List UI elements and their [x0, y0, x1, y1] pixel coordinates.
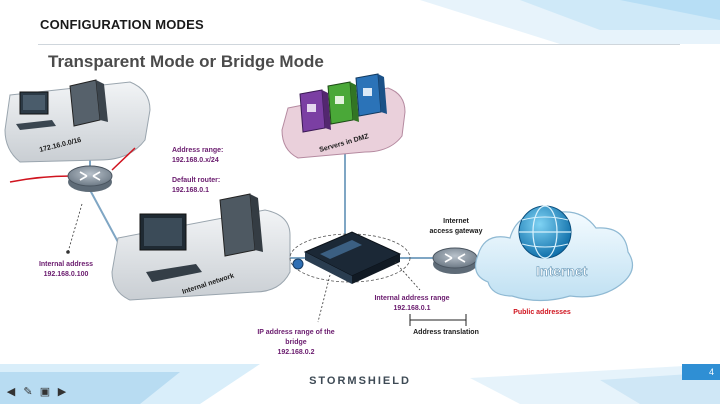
header-band	[0, 0, 720, 44]
gateway-label-line2: access gateway	[430, 228, 483, 235]
computer-icon	[16, 91, 56, 130]
header-divider	[38, 44, 680, 45]
pen-icon[interactable]: ✎	[23, 386, 33, 398]
gateway-leader	[394, 261, 421, 291]
dmz-server-blue-icon	[355, 73, 387, 117]
address-translation-label: Address translation	[413, 329, 479, 336]
gateway-internal-value: 192.168.0.1	[394, 305, 431, 312]
brand-logo-text: STORMSHIELD	[309, 375, 411, 387]
internet-label: Internet	[536, 263, 588, 279]
bridge-leader	[317, 274, 331, 323]
globe-icon	[518, 205, 572, 259]
bridge-label-line1: IP address range of the	[257, 329, 334, 336]
bridge-label-value: 192.168.0.2	[278, 349, 315, 356]
internal-network-pad: Internal network	[111, 193, 291, 301]
tower-server-icon	[69, 79, 108, 127]
header-decoration	[420, 0, 720, 44]
internet-cloud: Internet	[475, 205, 634, 302]
default-router-value: 192.168.0.1	[172, 187, 209, 194]
monitor-icon[interactable]: ▣	[39, 386, 51, 398]
footer-decoration	[0, 364, 720, 404]
bridge-firewall-appliance	[289, 231, 411, 284]
internal-address-value: 192.168.0.100	[44, 271, 89, 278]
page-number: 4	[682, 364, 720, 380]
arrow-right-icon[interactable]: ▶	[57, 386, 67, 398]
gateway-label-line1: Internet	[443, 218, 469, 225]
diagram-labels: Address range: 192.168.0.x/24 Default ro…	[39, 147, 571, 356]
gateway-internal-title: Internal address range	[374, 295, 449, 302]
bridge-label-line2: bridge	[285, 339, 306, 346]
address-range-title: Address range:	[172, 147, 223, 154]
default-router-title: Default router:	[172, 177, 220, 184]
lan-segment-pad: 172.16.0.0/16	[4, 79, 151, 163]
address-range-value: 192.168.0.x/24	[172, 157, 219, 164]
dmz-server-purple-icon	[299, 89, 331, 133]
address-translation-bracket	[409, 314, 467, 326]
leader-dot	[66, 250, 70, 254]
red-pointer-arrow	[9, 147, 136, 183]
gateway-router-icon	[432, 247, 478, 274]
footer-band	[0, 358, 720, 404]
dmz-server-green-icon	[327, 81, 359, 125]
slide-nav-toolbar: ◀ ✎ ▣ ▶	[4, 386, 69, 398]
tower-server-icon	[219, 193, 263, 257]
slide-title: Transparent Mode or Bridge Mode	[48, 52, 324, 71]
dmz-pad: Servers in DMZ	[281, 73, 406, 159]
header-title: CONFIGURATION MODES	[40, 17, 204, 32]
internal-router-icon	[67, 165, 113, 192]
internal-address-title: Internal address	[39, 261, 93, 268]
arrow-left-icon[interactable]: ◀	[6, 386, 16, 398]
public-addresses-label: Public addresses	[513, 309, 571, 316]
computer-icon	[139, 213, 202, 282]
internal-address-leader	[67, 203, 83, 253]
